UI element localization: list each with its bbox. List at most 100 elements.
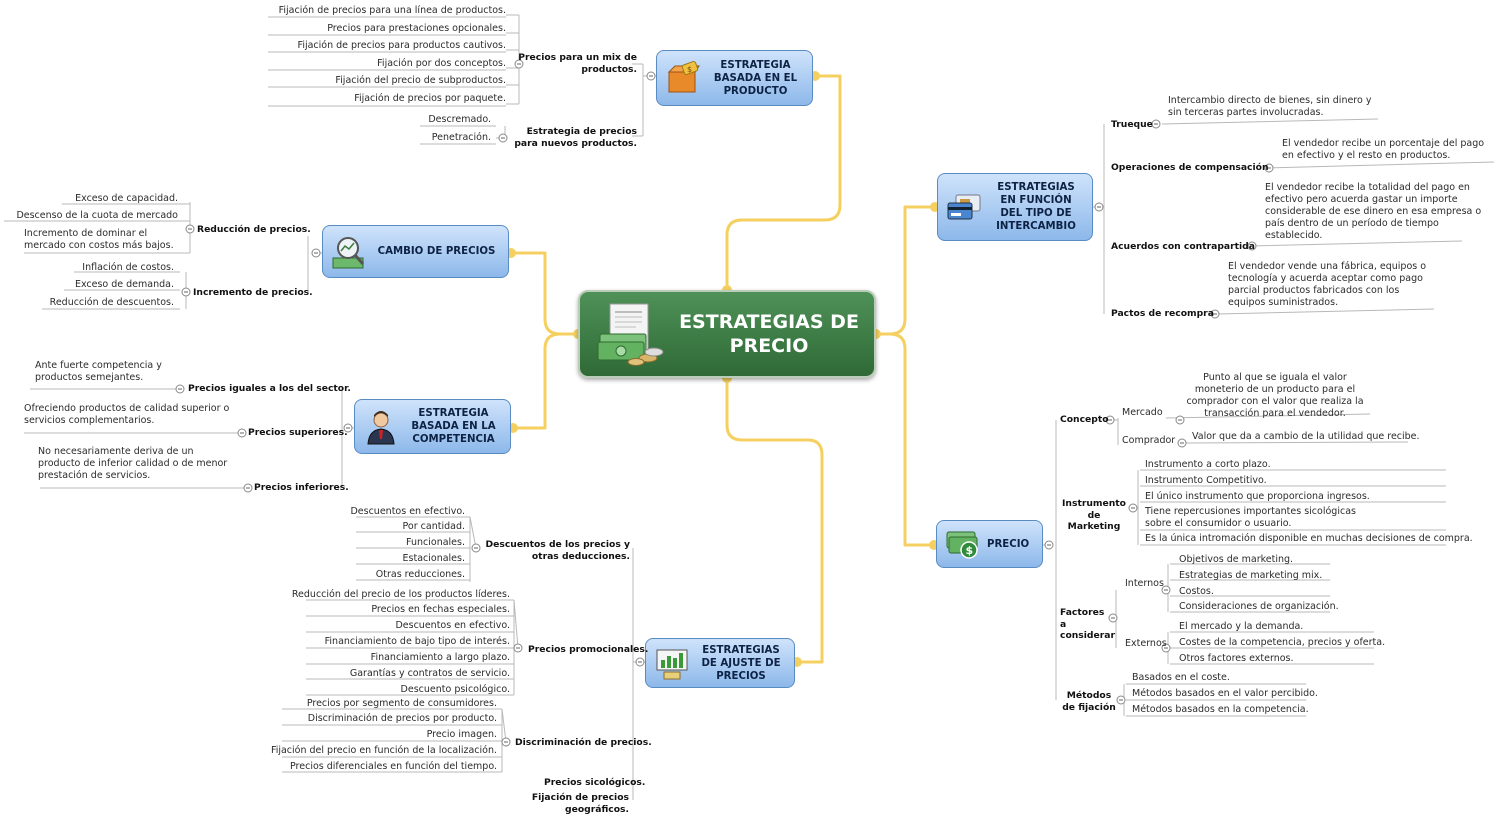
- branch-geograficos[interactable]: Fijación de precios geográficos.: [531, 792, 629, 815]
- branch-contrapartida[interactable]: Acuerdos con contrapartida: [1111, 241, 1255, 252]
- leaf: Precio imagen.: [426, 729, 497, 740]
- leaf: Exceso de demanda.: [74, 279, 174, 290]
- leaf: Tiene repercusiones importantes sicológi…: [1145, 506, 1356, 529]
- leaf-underline: [268, 49, 519, 53]
- leaf: Por cantidad.: [402, 521, 465, 532]
- topic-cambio-precios[interactable]: CAMBIO DE PRECIOS: [322, 225, 509, 278]
- credit-card-icon: [946, 189, 982, 225]
- topic-title: ESTRATEGIAS DE AJUSTE DE PRECIOS: [701, 644, 781, 682]
- leaf: Fijación por dos conceptos.: [377, 58, 506, 69]
- leaf: El mercado y la demanda.: [1179, 621, 1304, 632]
- magnifier-chart-icon: [331, 234, 367, 270]
- branch-mix-productos[interactable]: Precios para un mix de productos.: [518, 52, 637, 75]
- leaf: Valor que da a cambio de la utilidad que…: [1192, 431, 1420, 442]
- leaf: Descuentos en efectivo.: [395, 620, 510, 631]
- topic-estrategia-competencia[interactable]: ESTRATEGIA BASADA EN LA COMPETENCIA: [354, 399, 511, 454]
- leaf: Precios para prestaciones opcionales.: [327, 23, 506, 34]
- branch-instrumento[interactable]: Instrumento de Marketing: [1062, 498, 1126, 532]
- leaf: Funcionales.: [406, 537, 465, 548]
- leaf-underline: [1161, 118, 1495, 315]
- connector-cambio: [511, 251, 578, 336]
- leaf-comprador: Comprador: [1122, 435, 1176, 446]
- topic-precio[interactable]: $ PRECIO: [936, 520, 1043, 568]
- leaf: Precios en fechas especiales.: [371, 604, 510, 615]
- leaf-underline: [268, 14, 519, 18]
- branch-factores[interactable]: Factores a considerar: [1060, 607, 1115, 641]
- leaf: Precios por segmento de consumidores.: [306, 698, 497, 709]
- leaf: Incremento de dominar el mercado con cos…: [24, 228, 174, 251]
- branch-precios-superiores[interactable]: Precios superiores.: [248, 427, 348, 438]
- leaf-underline: [1165, 413, 1409, 444]
- branch-metodos[interactable]: Métodos de fijación: [1062, 690, 1116, 713]
- leaf: Descremado.: [428, 114, 491, 125]
- branch-line: [307, 236, 322, 292]
- leaf: Consideraciones de organización.: [1179, 601, 1339, 612]
- dollar-bills-icon: $: [945, 526, 981, 562]
- topic-title: PRECIO: [987, 538, 1030, 550]
- branch-discriminacion[interactable]: Discriminación de precios.: [515, 737, 652, 748]
- leaf: Métodos basados en la competencia.: [1132, 704, 1309, 715]
- topic-title: ESTRATEGIA BASADA EN EL PRODUCTO: [713, 59, 798, 97]
- topic-ajuste-precios[interactable]: ESTRATEGIAS DE AJUSTE DE PRECIOS: [645, 638, 795, 688]
- branch-line: [632, 548, 645, 800]
- leaf: Fijación del precio en función de la loc…: [270, 745, 497, 756]
- branch-reduccion-precios[interactable]: Reducción de precios.: [197, 224, 311, 235]
- leaf-underline: [268, 32, 519, 36]
- leaf: Instrumento a corto plazo.: [1145, 459, 1271, 470]
- branch-line: [469, 516, 477, 582]
- branch-nuevos-productos[interactable]: Estrategia de precios para nuevos produc…: [514, 126, 637, 149]
- central-topic-title: ESTRATEGIAS DE PRECIO: [679, 311, 859, 357]
- connector-producto: [725, 74, 842, 290]
- leaf-underline: [42, 271, 180, 310]
- topic-title: CAMBIO DE PRECIOS: [377, 246, 496, 257]
- svg-text:$: $: [966, 544, 974, 557]
- branch-trueque[interactable]: Trueque: [1111, 119, 1153, 130]
- branch-recompra[interactable]: Pactos de recompra: [1111, 308, 1214, 319]
- leaf: Fijación de precios para una línea de pr…: [278, 5, 506, 16]
- leaf-underline: [24, 388, 248, 489]
- leaf: Métodos basados en el valor percibido.: [1132, 688, 1318, 699]
- businessman-icon: [363, 409, 399, 445]
- leaf: Exceso de capacidad.: [75, 193, 178, 204]
- leaf-underline: [4, 203, 190, 254]
- leaf: Costos.: [1179, 586, 1214, 597]
- leaf: El vendedor vende una fábrica, equipos o…: [1228, 261, 1427, 308]
- branch-compensacion[interactable]: Operaciones de compensación: [1111, 162, 1269, 173]
- leaf: Discriminación de precios por producto.: [307, 713, 497, 724]
- leaf: Fijación del precio de subproductos.: [335, 75, 506, 86]
- box-price-tag-icon: $: [665, 60, 701, 96]
- svg-text:$: $: [687, 65, 692, 74]
- leaf: El vendedor recibe un porcentaje del pag…: [1282, 138, 1485, 161]
- topic-intercambio[interactable]: ESTRATEGIAS EN FUNCIÓN DEL TIPO DE INTER…: [937, 173, 1093, 241]
- branch-precios-inferiores[interactable]: Precios inferiores.: [254, 482, 349, 493]
- leaf: Fijación de precios para productos cauti…: [297, 40, 506, 51]
- leaf: Estacionales.: [402, 553, 465, 564]
- topic-estrategia-producto[interactable]: $ ESTRATEGIA BASADA EN EL PRODUCTO: [656, 50, 813, 106]
- leaf: Estrategias de marketing mix.: [1179, 570, 1323, 581]
- topic-title: ESTRATEGIAS EN FUNCIÓN DEL TIPO DE INTER…: [996, 182, 1076, 232]
- leaf: Costes de la competencia, precios y ofer…: [1179, 637, 1386, 648]
- leaf: Descenso de la cuota de mercado: [16, 210, 178, 221]
- leaf: Es la única intromación disponible en mu…: [1145, 533, 1473, 544]
- central-topic[interactable]: ESTRATEGIAS DE PRECIO: [578, 290, 876, 378]
- branch-line: [1043, 420, 1057, 700]
- leaf-internos: Internos: [1125, 578, 1164, 589]
- connector-competencia: [513, 332, 578, 430]
- leaf-underline: [268, 67, 519, 71]
- leaf: Inflación de costos.: [82, 262, 174, 273]
- branch-descuentos[interactable]: Descuentos de los precios y otras deducc…: [485, 539, 631, 562]
- branch-promocionales[interactable]: Precios promocionales.: [528, 644, 649, 655]
- leaf: Ante fuerte competencia y productos seme…: [35, 360, 162, 383]
- branch-sicologicos[interactable]: Precios sicológicos.: [544, 777, 646, 788]
- leaf-externos: Externos: [1125, 638, 1167, 649]
- leaf-mercado: Mercado: [1122, 407, 1163, 418]
- chart-board-icon: [654, 645, 690, 681]
- leaf: El único instrumento que proporciona ing…: [1145, 491, 1370, 502]
- branch-incremento-precios[interactable]: Incremento de precios.: [193, 287, 313, 298]
- branch-precios-iguales[interactable]: Precios iguales a los del sector.: [188, 383, 351, 394]
- connector-ajuste: [725, 378, 824, 664]
- branch-concepto[interactable]: Concepto: [1060, 414, 1109, 425]
- money-icon: [597, 303, 664, 366]
- leaf: Otras reducciones.: [375, 569, 465, 580]
